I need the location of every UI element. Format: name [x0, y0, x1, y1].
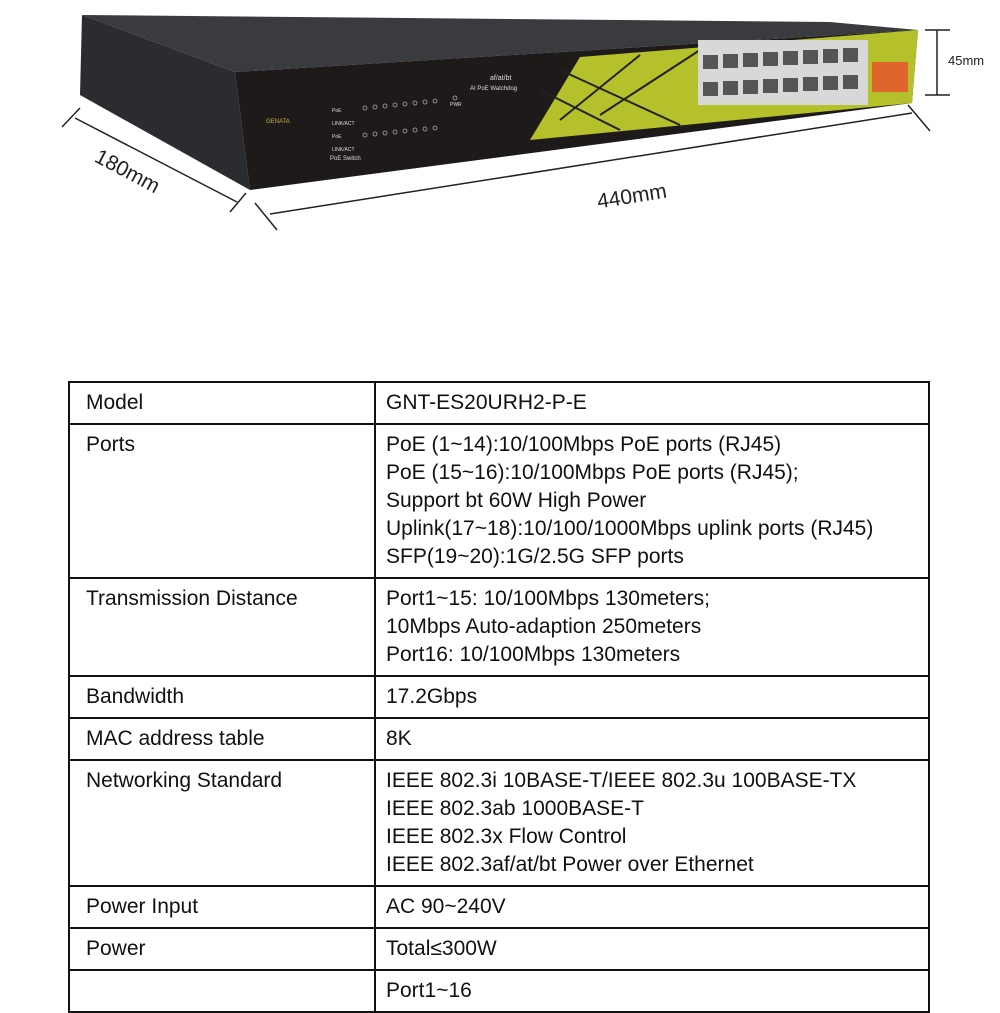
spec-value-line: 17.2Gbps: [386, 685, 478, 708]
front-label-watchdog: AI PoE Watchdog: [470, 86, 517, 92]
spec-value-line: Port1~16: [386, 979, 472, 1002]
spec-value-line: Support bt 60W High Power: [386, 489, 647, 512]
height-dimension: 45mm: [948, 53, 985, 68]
switch-label: PoE Switch: [330, 156, 361, 162]
spec-value: 17.2Gbps: [374, 675, 930, 719]
spec-key: MAC address table: [68, 717, 376, 761]
spec-value-line: 10Mbps Auto-adaption 250meters: [386, 615, 702, 638]
led-label-linkact-top: LINK/ACT: [332, 121, 355, 127]
spec-key: [68, 969, 376, 1013]
spec-value-line: Port16: 10/100Mbps 130meters: [386, 643, 681, 666]
brand-logo: GENATA: [266, 119, 290, 125]
switch-top: [82, 15, 918, 72]
spec-value-line: IEEE 802.3af/at/bt Power over Ethernet: [386, 853, 754, 876]
spec-row: Bandwidth 17.2Gbps: [68, 675, 930, 719]
spec-key: Bandwidth: [68, 675, 376, 719]
spec-key: Transmission Distance: [68, 577, 376, 677]
led-label-linkact-bottom: LINK/ACT: [332, 147, 355, 153]
spec-value: PoE (1~14):10/100Mbps PoE ports (RJ45) Po…: [374, 423, 930, 579]
spec-value-line: PoE (1~14):10/100Mbps PoE ports (RJ45): [386, 433, 782, 456]
spec-value-line: SFP(19~20):1G/2.5G SFP ports: [386, 545, 684, 568]
spec-value-line: IEEE 802.3x Flow Control: [386, 825, 627, 848]
spec-value-line: PoE (15~16):10/100Mbps PoE ports (RJ45);: [386, 461, 799, 484]
spec-value: IEEE 802.3i 10BASE-T/IEEE 802.3u 100BASE…: [374, 759, 930, 887]
rj45-ports: [698, 40, 868, 105]
spec-value: Port1~15: 10/100Mbps 130meters; 10Mbps Au…: [374, 577, 930, 677]
spec-key: Model: [68, 381, 376, 425]
spec-key: Power Input: [68, 885, 376, 929]
switch-side: [80, 15, 250, 190]
spec-value: Total≤300W: [374, 927, 930, 971]
spec-value-line: 8K: [386, 727, 412, 750]
poe-switch-image: GENATA af/at/bt AI PoE Watchdog PoE Swit…: [61, 15, 950, 231]
spec-row: Power Input AC 90~240V: [68, 885, 930, 929]
spec-key: Ports: [68, 423, 376, 579]
led-label-poe-bottom: PoE: [332, 134, 342, 140]
sfp-ports: [872, 62, 908, 92]
spec-row: Model GNT-ES20URH2-P-E: [68, 381, 930, 425]
spec-key: Power: [68, 927, 376, 971]
spec-value-line: Uplink(17~18):10/100/1000Mbps uplink por…: [386, 517, 874, 540]
spec-row: MAC address table 8K: [68, 717, 930, 761]
spec-value: AC 90~240V: [374, 885, 930, 929]
spec-row: Power Total≤300W: [68, 927, 930, 971]
front-label-standard: af/at/bt: [490, 75, 511, 82]
spec-value-line: IEEE 802.3ab 1000BASE-T: [386, 797, 644, 820]
status-leds: [362, 98, 438, 138]
spec-row: Networking Standard IEEE 802.3i 10BASE-T/…: [68, 759, 930, 887]
spec-row: Port1~16: [68, 969, 930, 1013]
spec-value-line: AC 90~240V: [386, 895, 506, 918]
pwr-label: PWR: [450, 102, 462, 108]
spec-value: 8K: [374, 717, 930, 761]
spec-value: Port1~16: [374, 969, 930, 1013]
led-label-poe-top: PoE: [332, 108, 342, 114]
spec-value-line: Total≤300W: [386, 937, 497, 960]
spec-value: GNT-ES20URH2-P-E: [374, 381, 930, 425]
spec-value-line: GNT-ES20URH2-P-E: [386, 391, 587, 414]
spec-value-line: IEEE 802.3i 10BASE-T/IEEE 802.3u 100BASE…: [386, 769, 857, 792]
spec-key: Networking Standard: [68, 759, 376, 887]
spec-value-line: Port1~15: 10/100Mbps 130meters;: [386, 587, 710, 610]
pwr-led: [452, 95, 458, 101]
